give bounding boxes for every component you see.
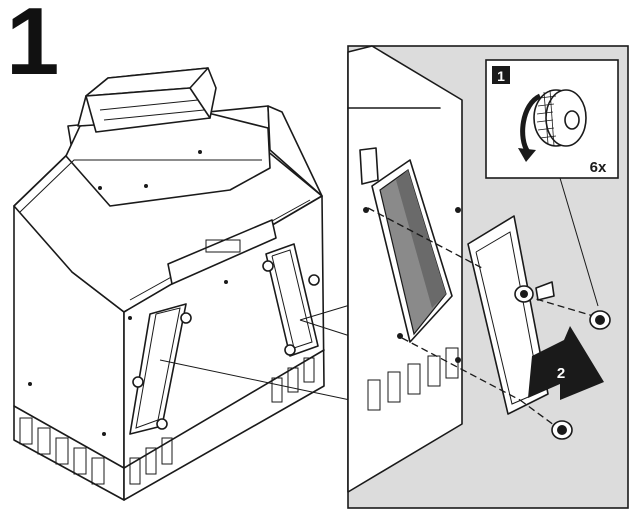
rotation-count: 6x: [590, 159, 607, 176]
machine-unit: [13, 67, 325, 501]
rotation-inset: 1 6x: [485, 59, 619, 307]
knurled-knob-icon: [533, 89, 587, 147]
pull-arrow-icon: 2: [528, 326, 604, 400]
knurled-knob-icon: [514, 285, 611, 440]
step-number: 1: [6, 0, 60, 95]
rotation-arrow-icon: [518, 93, 542, 162]
callout-lines: [159, 304, 351, 401]
substep-badge: 1: [497, 68, 505, 84]
arrow-label: 2: [557, 365, 565, 382]
